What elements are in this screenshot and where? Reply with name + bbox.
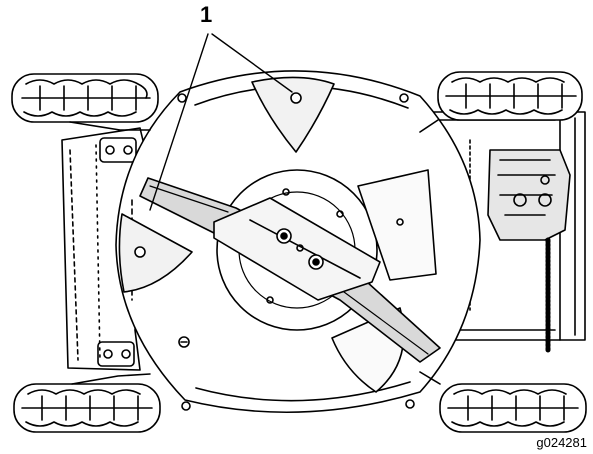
deck-plug-left bbox=[118, 213, 193, 293]
wheel-rear-left bbox=[13, 383, 161, 433]
deck-plug-top bbox=[251, 76, 335, 153]
blade-bolts bbox=[276, 228, 324, 270]
deck-bolt bbox=[178, 336, 190, 348]
wheel-rear-right bbox=[439, 383, 587, 433]
figure-id-label: g024281 bbox=[536, 435, 587, 450]
wheel-front-left bbox=[11, 73, 159, 123]
drive-gearbox bbox=[487, 149, 571, 241]
callout-leaders bbox=[149, 33, 293, 211]
callout-number: 1 bbox=[200, 2, 213, 27]
deck-baffle-right bbox=[357, 169, 437, 281]
wheel-front-right bbox=[437, 71, 583, 121]
wheel-brackets bbox=[69, 119, 441, 385]
